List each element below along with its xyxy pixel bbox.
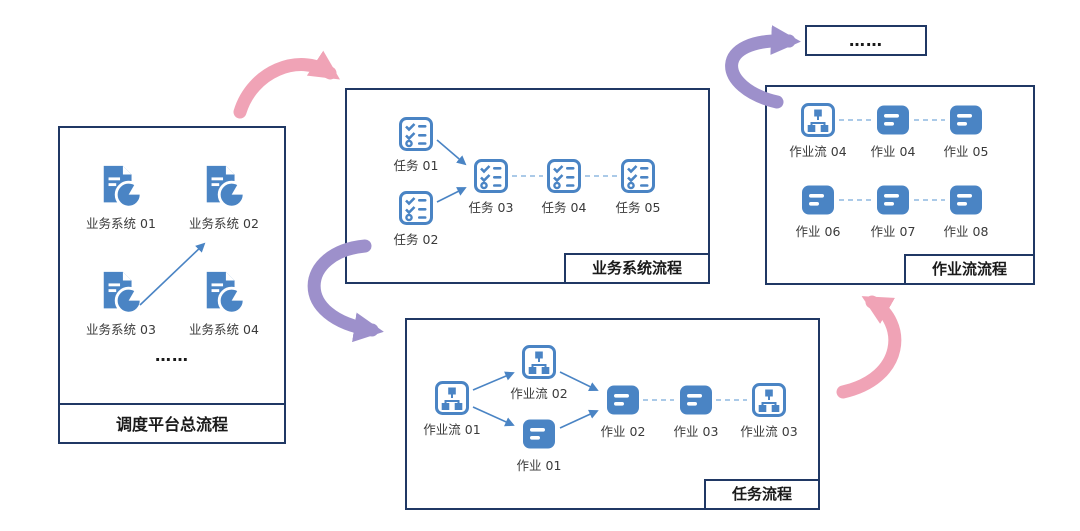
node-workflow-02: 作业流 02 (501, 344, 577, 402)
panel-main-flow: 调度平台总流程 (58, 126, 286, 444)
job-icon (800, 182, 836, 218)
node-business-system-03: 业务系统 03 (75, 270, 167, 338)
overflow-ellipsis: …… (849, 31, 883, 50)
node-job-08: 作业 08 (928, 182, 1004, 240)
node-label: 任务 05 (615, 200, 661, 215)
node-label: 作业 04 (870, 144, 916, 159)
node-job-05: 作业 05 (928, 102, 1004, 160)
workflow-tree-icon (800, 102, 836, 138)
node-label: 作业流 03 (740, 424, 798, 439)
panel-overflow: …… (805, 25, 927, 56)
checklist-icon (398, 190, 434, 226)
job-icon (605, 382, 641, 418)
node-job-06: 作业 06 (780, 182, 856, 240)
node-label: 作业流 04 (789, 144, 847, 159)
job-icon (678, 382, 714, 418)
node-workflow-03: 作业流 03 (731, 382, 807, 440)
job-icon (948, 102, 984, 138)
node-label: 业务系统 04 (189, 322, 259, 337)
node-label: 作业流 01 (423, 422, 481, 437)
node-business-system-01: 业务系统 01 (75, 164, 167, 232)
panel-jobflow-flow-title: 作业流流程 (903, 254, 1035, 285)
node-label: 任务 04 (541, 200, 587, 215)
job-icon (875, 102, 911, 138)
checklist-icon (546, 158, 582, 194)
doc-pie-icon (98, 270, 144, 316)
checklist-icon (473, 158, 509, 194)
flow-arrow-main-to-business (233, 50, 341, 119)
node-job-02: 作业 02 (585, 382, 661, 440)
checklist-icon (398, 116, 434, 152)
node-label: 作业 03 (673, 424, 719, 439)
panel-task-flow-title: 任务流程 (703, 479, 820, 510)
node-label: 作业流 02 (510, 386, 568, 401)
panel-main-flow-title: 调度平台总流程 (60, 403, 284, 442)
node-label: 作业 08 (943, 224, 989, 239)
main-flow-ellipsis: …… (155, 346, 189, 365)
flow-arrow-task-to-jobflow (836, 295, 902, 399)
node-job-04: 作业 04 (855, 102, 931, 160)
job-icon (521, 416, 557, 452)
node-label: 业务系统 03 (86, 322, 156, 337)
node-label: 作业 01 (516, 458, 562, 473)
workflow-tree-icon (434, 380, 470, 416)
job-icon (948, 182, 984, 218)
node-workflow-04: 作业流 04 (780, 102, 856, 160)
node-job-07: 作业 07 (855, 182, 931, 240)
doc-pie-icon (201, 270, 247, 316)
node-business-system-04: 业务系统 04 (178, 270, 270, 338)
node-job-03: 作业 03 (658, 382, 734, 440)
node-workflow-01: 作业流 01 (414, 380, 490, 438)
node-label: 作业 02 (600, 424, 646, 439)
job-icon (875, 182, 911, 218)
doc-pie-icon (98, 164, 144, 210)
node-label: 作业 06 (795, 224, 841, 239)
node-label: 任务 01 (393, 158, 439, 173)
panel-business-system-flow-title: 业务系统流程 (563, 253, 710, 284)
node-task-01: 任务 01 (384, 116, 448, 174)
node-business-system-02: 业务系统 02 (178, 164, 270, 232)
node-label: 作业 07 (870, 224, 916, 239)
doc-pie-icon (201, 164, 247, 210)
node-job-01: 作业 01 (501, 416, 577, 474)
node-label: 任务 02 (393, 232, 439, 247)
node-label: 作业 05 (943, 144, 989, 159)
node-label: 任务 03 (468, 200, 514, 215)
node-label: 业务系统 01 (86, 216, 156, 231)
node-task-04: 任务 04 (532, 158, 596, 216)
node-label: 业务系统 02 (189, 216, 259, 231)
node-task-03: 任务 03 (459, 158, 523, 216)
node-task-02: 任务 02 (384, 190, 448, 248)
node-task-05: 任务 05 (606, 158, 670, 216)
checklist-icon (620, 158, 656, 194)
workflow-tree-icon (521, 344, 557, 380)
workflow-tree-icon (751, 382, 787, 418)
